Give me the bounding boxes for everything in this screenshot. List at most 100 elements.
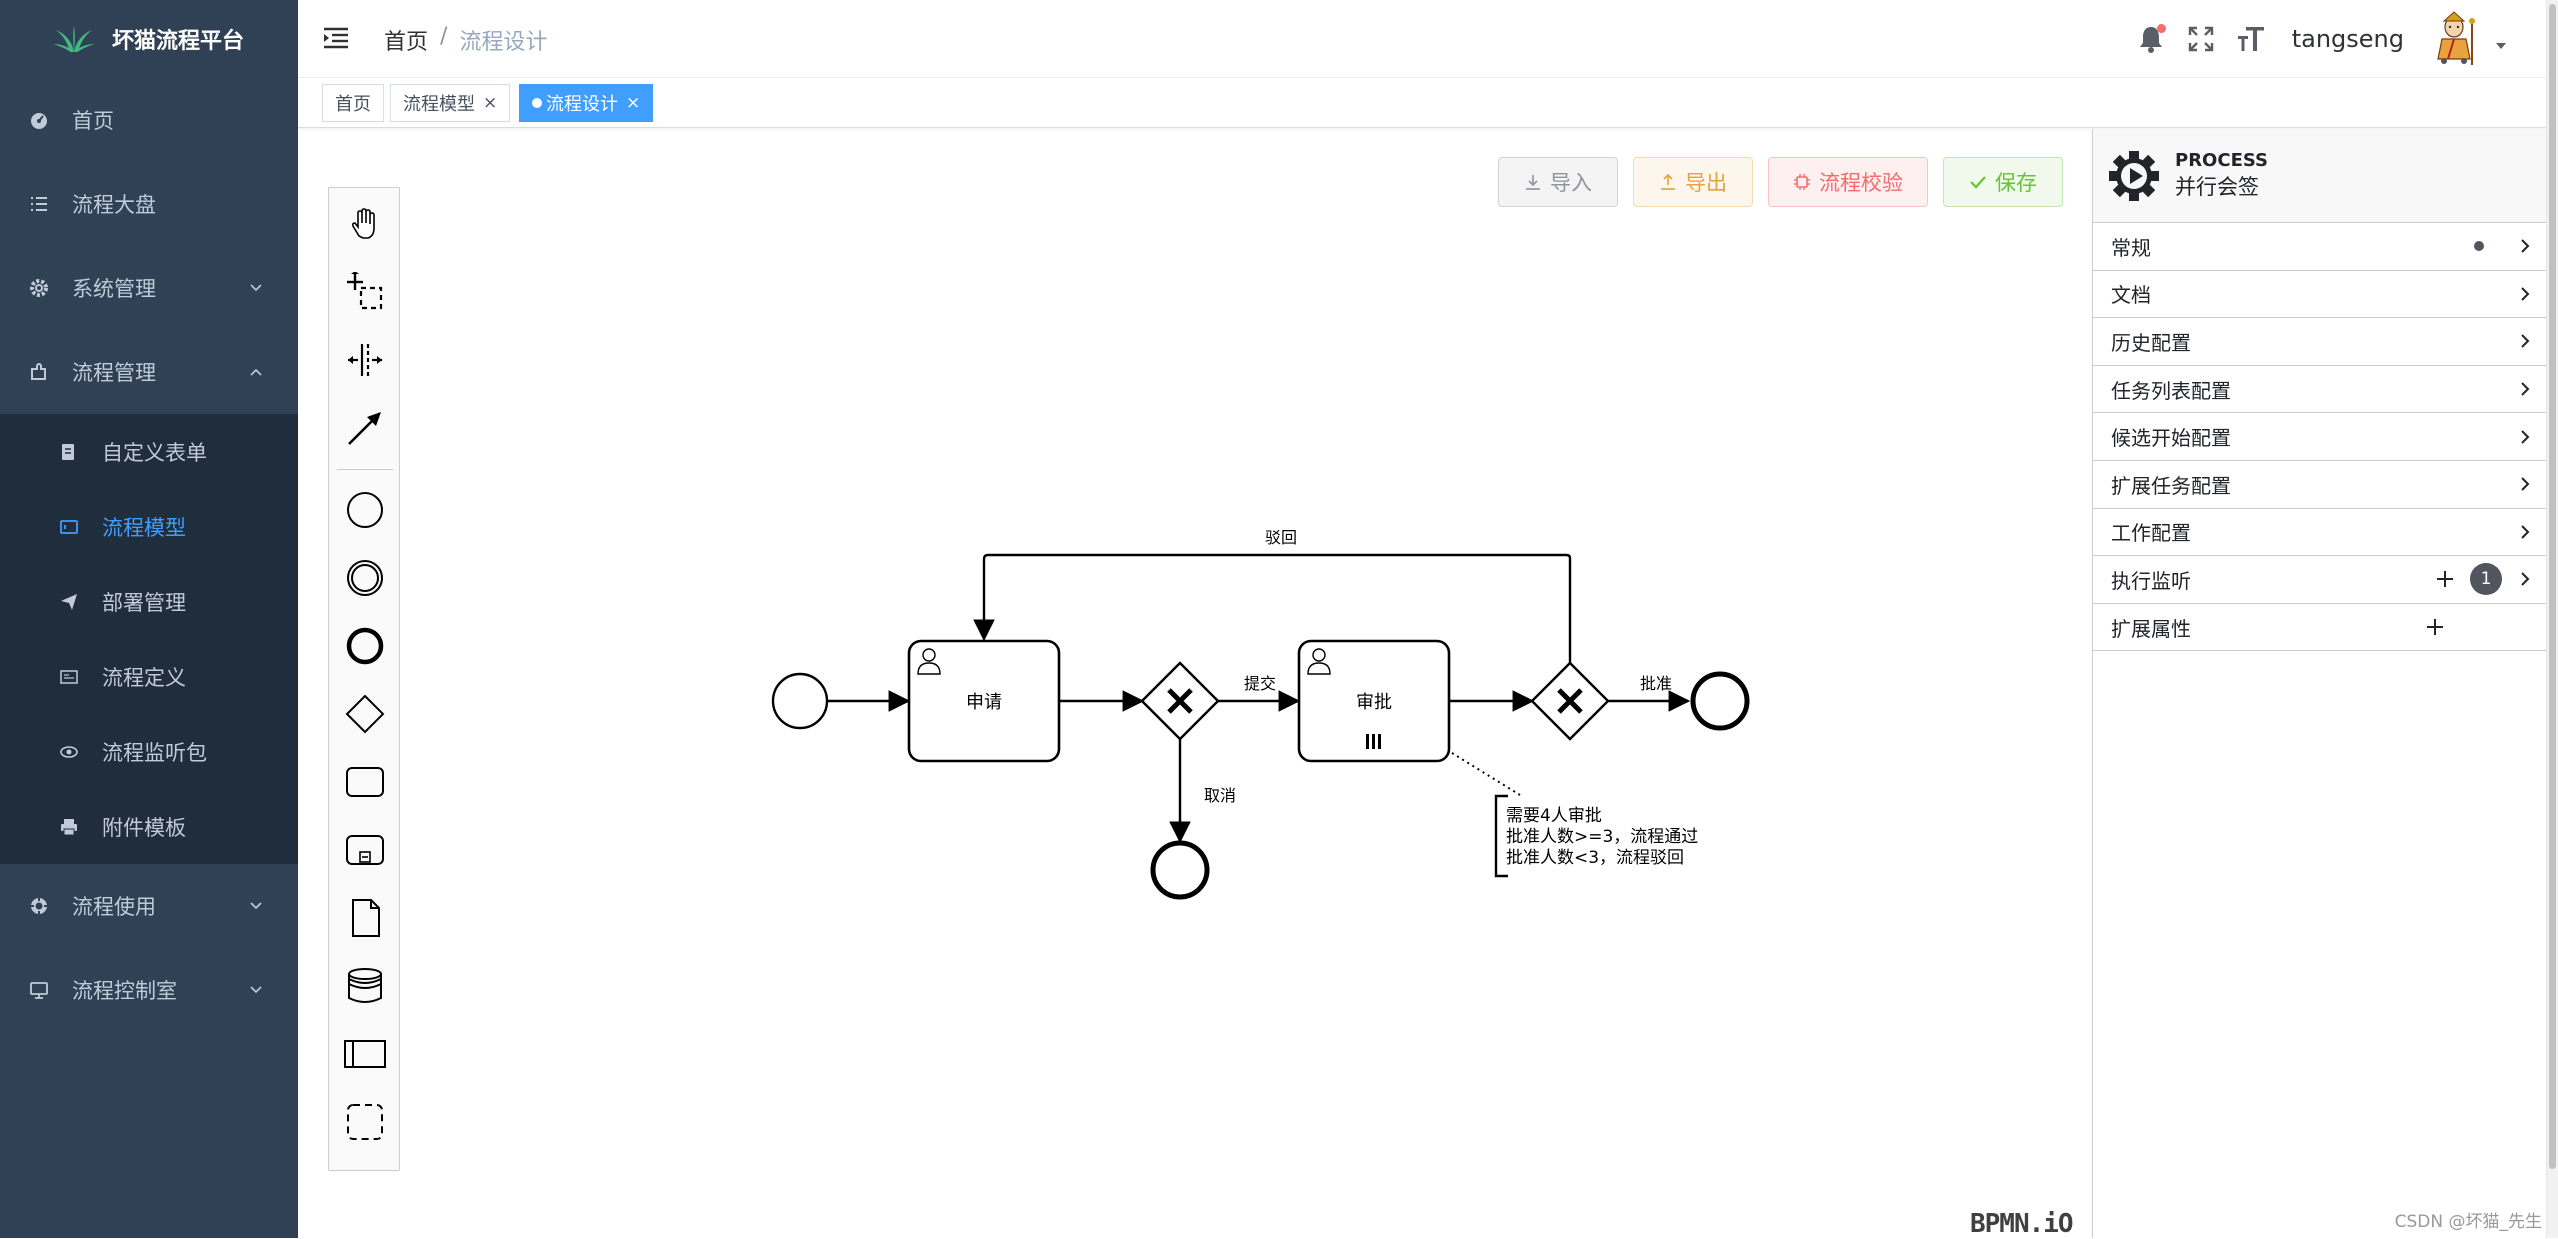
chevron-up-icon <box>250 368 262 376</box>
puzzle-icon <box>28 361 50 383</box>
breadcrumb-current: 流程设计 <box>459 30 548 55</box>
flow-reject[interactable] <box>973 553 1572 663</box>
group-documentation[interactable]: 文档 <box>2093 271 2546 319</box>
group-history[interactable]: 历史配置 <box>2093 318 2546 366</box>
add-icon[interactable] <box>2434 568 2456 590</box>
tag-process-design[interactable]: 流程设计 × <box>519 84 654 122</box>
start-event-icon[interactable] <box>343 488 387 532</box>
sidebar-item-process-definition[interactable]: 流程定义 <box>0 639 298 714</box>
close-icon[interactable]: × <box>483 93 498 113</box>
flow-label-cancel[interactable]: 取消 <box>1204 786 1236 805</box>
hand-tool-icon[interactable] <box>343 202 387 246</box>
send-icon <box>58 591 80 613</box>
sidebar-item-label: 流程模型 <box>102 515 186 540</box>
data-object-icon[interactable] <box>343 896 387 940</box>
data-store-icon[interactable] <box>343 964 387 1008</box>
group-general[interactable]: 常规 <box>2093 223 2546 271</box>
group-external-task[interactable]: 扩展任务配置 <box>2093 461 2546 509</box>
flow-label-submit[interactable]: 提交 <box>1244 674 1276 693</box>
bpmn-io-logo[interactable]: BPMN.iO <box>1970 1209 2074 1239</box>
close-icon[interactable]: × <box>626 93 641 113</box>
sidebar-item-home[interactable]: 首页 <box>0 78 298 162</box>
annotation-line-1: 需要4人审批 <box>1506 806 1602 826</box>
sidebar-item-custom-form[interactable]: 自定义表单 <box>0 414 298 489</box>
active-dot <box>532 98 542 108</box>
validate-button[interactable]: 流程校验 <box>1768 157 1928 207</box>
properties-header: PROCESS 并行会签 <box>2093 129 2546 223</box>
annotation-line-2: 批准人数>=3，流程通过 <box>1506 827 1698 847</box>
monitor-icon <box>28 979 50 1001</box>
import-button[interactable]: 导入 <box>1498 157 1618 207</box>
sidebar-item-label: 流程监听包 <box>102 740 207 765</box>
gateway-icon[interactable] <box>343 692 387 736</box>
end-event-approve[interactable] <box>1690 671 1750 731</box>
sidebar-item-control-room[interactable]: 流程控制室 <box>0 948 298 1032</box>
export-button[interactable]: 导出 <box>1633 157 1753 207</box>
sidebar-item-process-management[interactable]: 流程管理 <box>0 330 298 414</box>
avatar[interactable] <box>2424 9 2484 69</box>
bpmn-diagram[interactable]: 申请 审批 驳回 提交 <box>298 129 2092 1238</box>
task-apply[interactable]: 申请 <box>907 639 1061 763</box>
sidebar-item-dashboard[interactable]: 流程大盘 <box>0 162 298 246</box>
lasso-tool-icon[interactable] <box>343 270 387 314</box>
upload-icon <box>1661 173 1675 190</box>
sidebar-item-process-usage[interactable]: 流程使用 <box>0 864 298 948</box>
sidebar-logo[interactable]: 坏猫流程平台 <box>0 0 298 78</box>
bell-icon[interactable] <box>2134 22 2168 56</box>
group-execution-listeners[interactable]: 执行监听 1 <box>2093 556 2546 604</box>
space-tool-icon[interactable] <box>343 338 387 382</box>
end-event-cancel[interactable] <box>1150 840 1210 900</box>
sidebar-item-process-model[interactable]: 流程模型 <box>0 489 298 564</box>
font-size-icon[interactable] <box>2234 22 2268 56</box>
group-candidate-starter[interactable]: 候选开始配置 <box>2093 413 2546 461</box>
watermark: CSDN @坏猫_先生 <box>2394 1212 2542 1232</box>
flow-label-approve[interactable]: 批准 <box>1640 674 1672 693</box>
sidebar-item-listener-package[interactable]: 流程监听包 <box>0 714 298 789</box>
end-event-icon[interactable] <box>343 624 387 668</box>
caret-down-icon[interactable] <box>2494 39 2508 53</box>
exclusive-gateway-1[interactable] <box>1140 661 1220 741</box>
subprocess-icon[interactable] <box>343 828 387 872</box>
start-event[interactable] <box>771 672 829 730</box>
eye-icon <box>58 741 80 763</box>
intermediate-event-icon[interactable] <box>343 556 387 600</box>
add-icon[interactable] <box>2424 616 2446 638</box>
dashboard-icon <box>28 109 50 131</box>
page-scrollbar[interactable] <box>2546 0 2558 1238</box>
tag-label: 流程设计 <box>546 94 618 115</box>
model-icon <box>58 516 80 538</box>
group-job[interactable]: 工作配置 <box>2093 509 2546 557</box>
group-tasklist[interactable]: 任务列表配置 <box>2093 366 2546 414</box>
properties-title: PROCESS 并行会签 <box>2175 150 2268 201</box>
scrollbar-thumb[interactable] <box>2549 4 2556 1169</box>
sidebar-item-attachment-template[interactable]: 附件模板 <box>0 789 298 864</box>
task-approve[interactable]: 审批 <box>1297 639 1451 763</box>
save-button[interactable]: 保存 <box>1943 157 2063 207</box>
fullscreen-icon[interactable] <box>2184 22 2218 56</box>
connect-tool-icon[interactable] <box>343 406 387 450</box>
check-icon <box>1970 176 1986 189</box>
sidebar-item-label: 自定义表单 <box>102 440 207 465</box>
pool-icon[interactable] <box>343 1032 387 1076</box>
chevron-right-icon <box>2521 525 2530 539</box>
group-extension-properties[interactable]: 扩展属性 <box>2093 604 2546 652</box>
exclusive-gateway-2[interactable] <box>1530 661 1610 741</box>
bpmn-canvas[interactable]: 申请 审批 驳回 提交 <box>298 129 2092 1239</box>
tag-label: 流程模型 <box>403 94 475 115</box>
task-icon[interactable] <box>343 760 387 804</box>
username[interactable]: tangseng <box>2291 25 2404 53</box>
sidebar-item-system[interactable]: 系统管理 <box>0 246 298 330</box>
tag-home[interactable]: 首页 <box>322 84 384 122</box>
group-label: 执行监听 <box>2111 568 2191 593</box>
group-icon[interactable] <box>343 1100 387 1144</box>
sidebar-item-label: 部署管理 <box>102 590 186 615</box>
breadcrumb-home[interactable]: 首页 <box>384 30 429 55</box>
text-annotation[interactable]: 需要4人审批 批准人数>=3，流程通过 批准人数<3，流程驳回 <box>1494 794 1698 878</box>
sidebar-item-label: 流程使用 <box>72 895 156 919</box>
tag-process-model[interactable]: 流程模型 × <box>390 84 511 122</box>
association-line[interactable] <box>1451 752 1521 796</box>
hamburger-icon[interactable] <box>322 24 350 52</box>
chevron-right-icon <box>2521 239 2530 254</box>
flow-label-reject[interactable]: 驳回 <box>1265 528 1297 547</box>
sidebar-item-deployment[interactable]: 部署管理 <box>0 564 298 639</box>
